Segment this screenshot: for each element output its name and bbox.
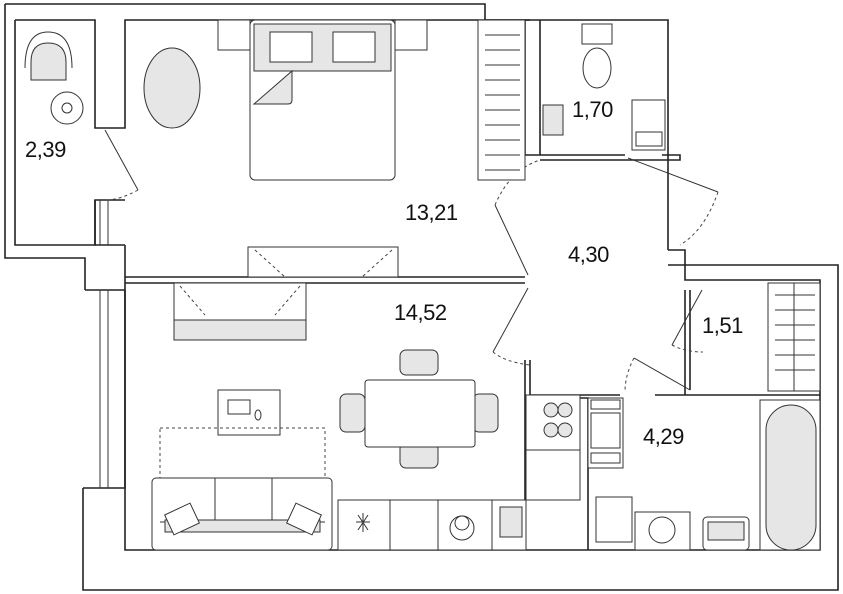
boiler-icon xyxy=(631,99,666,151)
dining-table-icon xyxy=(339,349,499,469)
room-area-wardrobe: 1,51 xyxy=(702,313,743,338)
balcony-door[interactable] xyxy=(104,129,139,191)
bed-icon xyxy=(249,19,396,181)
tv-cabinet-icon xyxy=(247,246,399,278)
shelving-icon xyxy=(767,282,821,392)
cabinet-icon xyxy=(595,496,633,543)
room-area-hall: 4,30 xyxy=(568,242,609,267)
washing-machine-icon xyxy=(634,511,691,551)
sink-icon xyxy=(542,104,564,136)
rug-area xyxy=(159,427,326,491)
sink-icon xyxy=(702,516,750,551)
bedroom-door[interactable] xyxy=(494,204,529,276)
inner-wall xyxy=(14,19,821,551)
cabinet-icon xyxy=(587,397,624,469)
room-area-living-kitchen: 14,52 xyxy=(394,300,447,325)
living-door[interactable] xyxy=(492,287,529,353)
kitchen-counter-icon xyxy=(337,394,581,551)
rug-icon xyxy=(143,47,201,129)
room-area-toilet: 1,70 xyxy=(572,97,613,122)
toilet-icon xyxy=(581,23,613,89)
bathroom-door[interactable] xyxy=(633,357,691,391)
nightstand-icon xyxy=(217,19,251,51)
wardrobe-door[interactable] xyxy=(671,289,703,346)
armchair-icon xyxy=(24,31,73,81)
room-area-balcony: 2,39 xyxy=(25,137,66,162)
bathtub-icon xyxy=(759,399,821,551)
sofa-icon xyxy=(151,477,333,551)
tv-cabinet-icon xyxy=(173,282,307,341)
wardrobe-icon xyxy=(477,19,526,181)
side-table-icon xyxy=(50,91,84,125)
toilet-door[interactable] xyxy=(627,157,719,193)
room-area-bedroom: 13,21 xyxy=(405,200,458,225)
partition-wall xyxy=(125,276,525,284)
room-area-bathroom: 4,29 xyxy=(643,424,684,449)
nightstand-icon xyxy=(394,19,428,51)
